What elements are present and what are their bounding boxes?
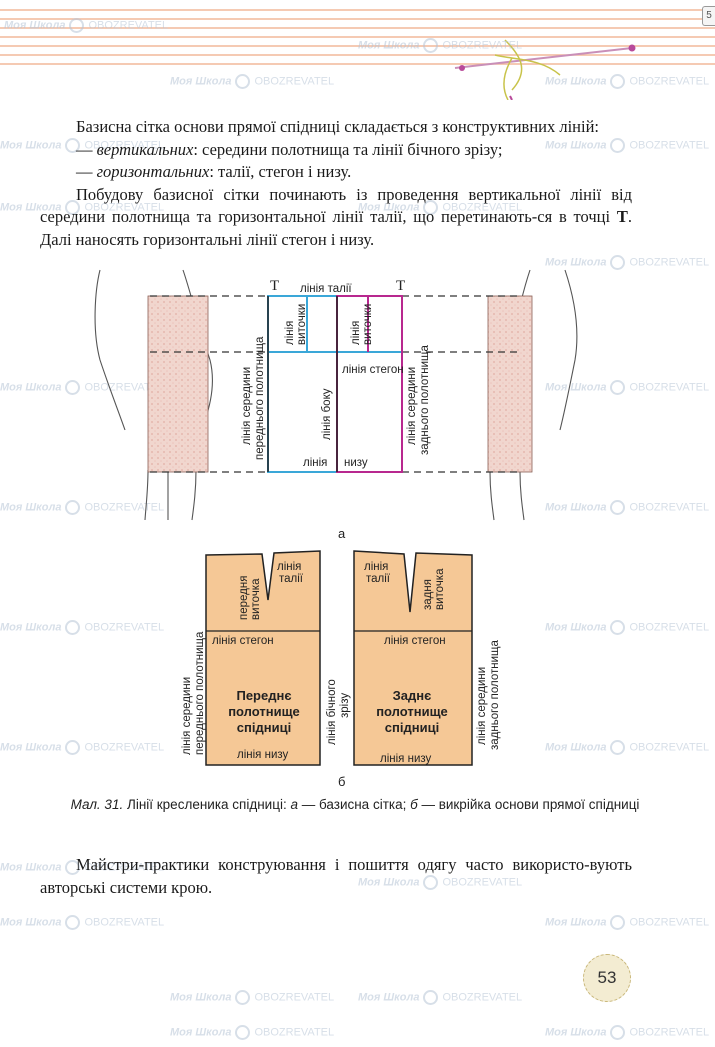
back-hip-label: лінія стегон <box>384 635 446 647</box>
back-center-b-label-2: заднього полотнища <box>489 639 501 750</box>
intro-sentence: Базисна сітка основи прямої спідниці скл… <box>76 117 599 136</box>
back-center-label-1: лінія середини <box>406 367 418 445</box>
left-dart-label-2: виточки <box>296 304 308 345</box>
header-decoration <box>0 9 715 100</box>
front-waist-label-2: талії <box>279 573 304 585</box>
figure-a-label: а <box>338 526 346 541</box>
back-dart-label-1: задня <box>422 579 434 610</box>
back-center-b-label-1: лінія середини <box>476 667 488 745</box>
front-dart-label-1: передня <box>238 576 250 620</box>
figure-b-label: б <box>338 774 345 789</box>
back-hem-label: лінія низу <box>380 753 432 765</box>
back-center-label-2: заднього полотнища <box>419 344 431 455</box>
left-dart-label-1: лінія <box>284 321 296 345</box>
side-line-label: лінія боку <box>321 388 333 440</box>
hem-line-label-left: лінія <box>303 457 327 469</box>
back-dart-label-2: виточка <box>434 568 446 610</box>
side-seam-label-2: зрізу <box>339 693 351 718</box>
hip-line-label: лінія стегон <box>342 364 404 376</box>
back-waist-label-1: лінія <box>364 561 388 573</box>
front-panel-title-2: полотнище <box>228 704 300 719</box>
point-t-right: Т <box>396 278 405 294</box>
back-waist-label-2: талії <box>366 573 391 585</box>
front-panel-title-1: Переднє <box>236 688 291 703</box>
construction-sentence: Побудову базисної сітки починають із про… <box>40 184 632 249</box>
front-panel-title-3: спідниці <box>237 720 291 735</box>
front-panel-pattern <box>205 550 321 766</box>
body-text-intro: Базисна сітка основи прямої спідниці скл… <box>40 116 632 251</box>
front-center-label-2: переднього полотнища <box>254 336 266 460</box>
front-dart-label-2: виточка <box>250 578 262 620</box>
front-skirt-fabric <box>147 295 209 473</box>
list-item-horizontal: — горизонтальних: талії, стегон і низу. <box>76 162 352 181</box>
edge-tab: 5 <box>702 6 715 26</box>
right-dart-label-2: виточки <box>362 304 374 345</box>
list-item-vertical: — вертикальних: середини полотнища та лі… <box>76 139 503 159</box>
front-center-b-label-1: лінія середини <box>181 677 193 755</box>
figure-caption: Мал. 31. Лінії кресленика спідниці: а — … <box>70 797 640 812</box>
right-dart-label-1: лінія <box>350 321 362 345</box>
back-skirt-fabric <box>487 295 533 473</box>
page-number: 53 <box>583 954 631 1002</box>
needle-thread-icon <box>454 39 636 100</box>
back-panel-pattern <box>353 550 473 766</box>
hem-line-label-right: низу <box>344 457 368 469</box>
front-hip-label: лінія стегон <box>212 635 274 647</box>
back-panel-title-3: спідниці <box>385 720 439 735</box>
skirt-draft-figure: Т Т лінія талії лінія стегон лінія низу … <box>94 269 578 789</box>
side-seam-label-1: лінія бічного <box>326 679 338 745</box>
front-figure-illustration <box>94 269 214 521</box>
back-panel-title-1: Заднє <box>393 688 432 703</box>
front-center-b-label-2: переднього полотнища <box>194 631 206 755</box>
body-text-closing: Майстри-практики конструювання і пошиття… <box>40 855 632 897</box>
front-hem-label: лінія низу <box>237 749 289 761</box>
front-center-label-1: лінія середини <box>241 367 253 445</box>
back-panel-title-2: полотнище <box>376 704 448 719</box>
front-waist-label-1: лінія <box>277 561 301 573</box>
waist-line-label: лінія талії <box>300 283 352 295</box>
point-t-left: Т <box>270 278 279 294</box>
